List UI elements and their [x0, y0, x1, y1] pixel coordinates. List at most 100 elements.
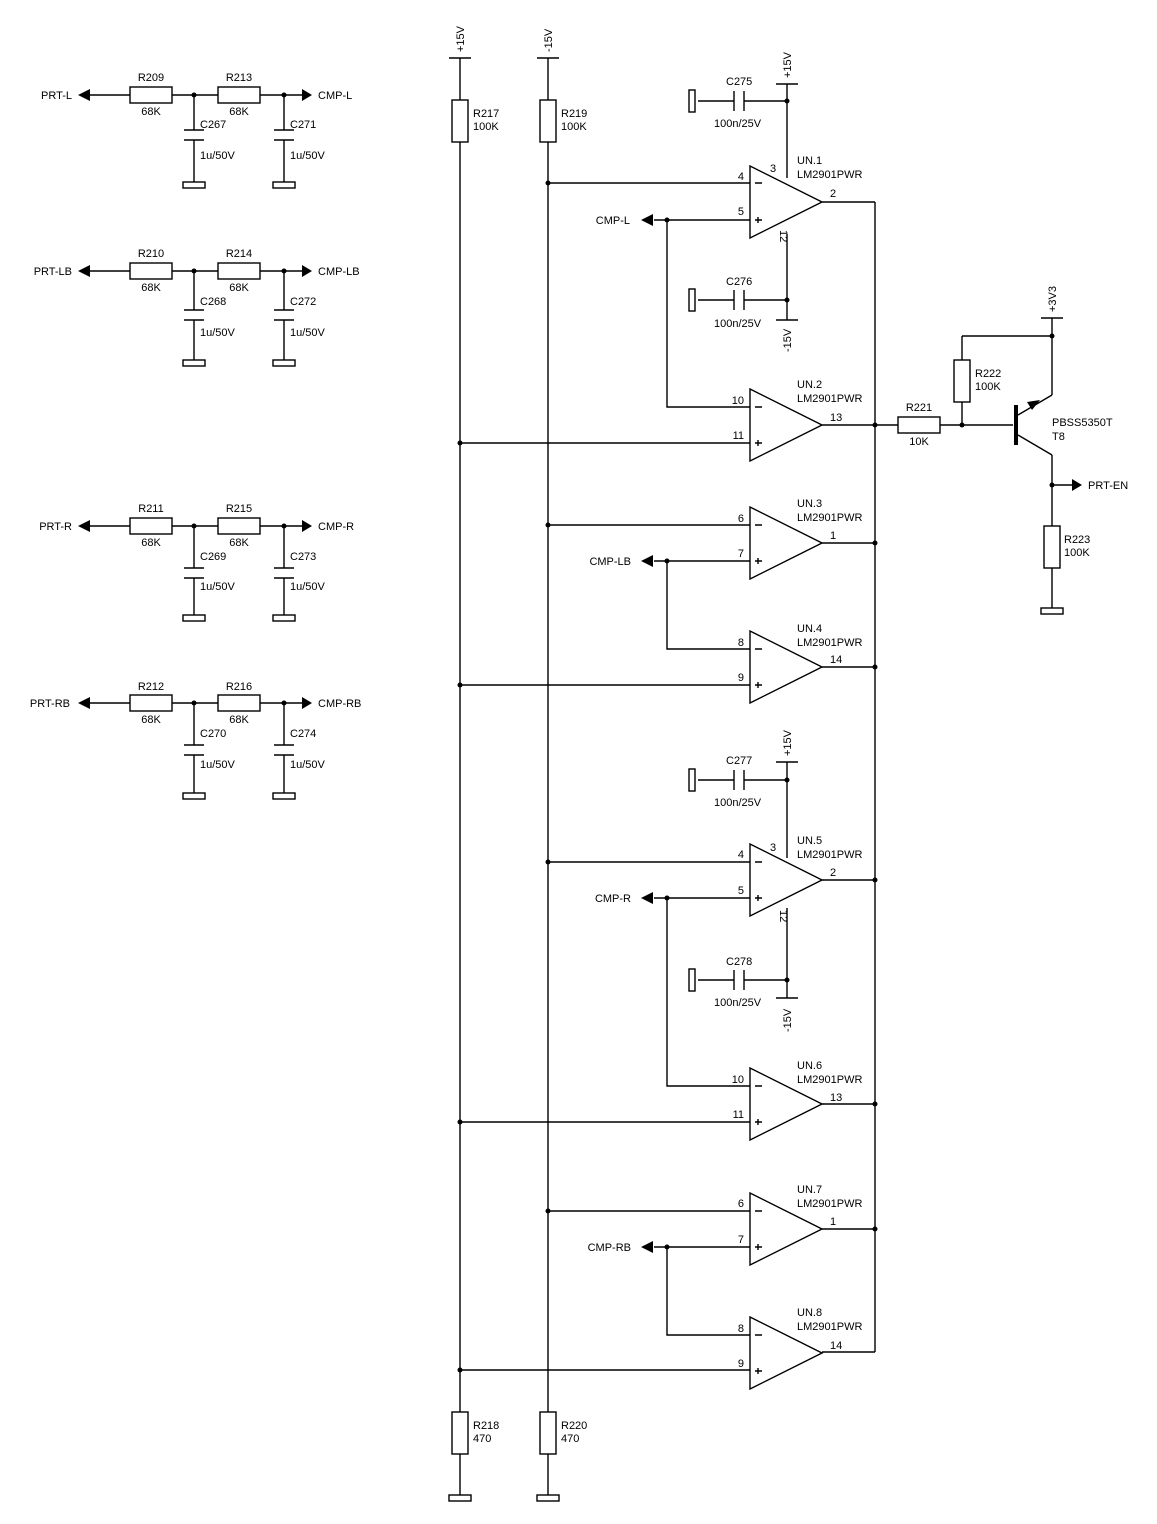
- net-label: CMP-LB: [589, 556, 631, 568]
- part-number: PBSS5350T: [1052, 417, 1113, 429]
- resistor: [217, 694, 261, 712]
- rail-label: +3V3: [1047, 286, 1059, 312]
- comparator-un1: CMP-L 4 5 2 UN.1 LM2901PWR: [548, 155, 875, 240]
- ground-icon: [182, 614, 206, 622]
- divider-rails: +15V -15V R217 100K R219 100K R218 470 R…: [448, 25, 587, 1502]
- component-ref: C271: [290, 119, 316, 131]
- capacitor: [184, 309, 294, 321]
- component-value: 1u/50V: [200, 150, 236, 162]
- component-ref: R222: [975, 368, 1001, 380]
- part-number: LM2901PWR: [797, 1198, 862, 1210]
- resistor: [451, 1411, 469, 1455]
- pin-number: 8: [738, 1323, 744, 1335]
- net-label: PRT-L: [41, 90, 72, 102]
- component-ref: R219: [561, 108, 587, 120]
- component-ref: UN.7: [797, 1184, 822, 1196]
- capacitor: [184, 744, 294, 756]
- net-label: PRT-EN: [1088, 480, 1128, 492]
- component-ref: C269: [200, 551, 226, 563]
- port-arrow-icon: [641, 892, 653, 904]
- component-value: 68K: [141, 106, 161, 118]
- pin-number: 11: [733, 1109, 744, 1121]
- component-ref: R216: [226, 681, 252, 693]
- component-ref: C270: [200, 728, 226, 740]
- ground-icon: [688, 768, 696, 792]
- component-ref: R221: [906, 402, 932, 414]
- part-number: LM2901PWR: [797, 637, 862, 649]
- component-value: 1u/50V: [200, 581, 236, 593]
- net-label: PRT-LB: [34, 266, 72, 278]
- pin-number: 2: [830, 867, 836, 879]
- component-ref: C272: [290, 296, 316, 308]
- resistor: [1043, 525, 1061, 569]
- component-value: 10K: [909, 436, 929, 448]
- ground-icon: [688, 89, 696, 113]
- net-label: CMP-RB: [588, 1242, 631, 1254]
- filter-prt-rb: PRT-RB CMP-RB R212 68K R216 68K C270 1u/…: [30, 681, 361, 800]
- resistor: [451, 99, 469, 143]
- component-value: 470: [473, 1433, 491, 1445]
- port-arrow-icon: [641, 1241, 653, 1253]
- capacitor: [184, 567, 294, 579]
- pin-number: 14: [830, 654, 842, 666]
- pin-number: 1: [830, 1216, 836, 1228]
- net-label: PRT-R: [39, 521, 72, 533]
- component-value: 100K: [561, 121, 587, 133]
- pin-number: 2: [830, 188, 836, 200]
- rail-label: +15V: [782, 51, 794, 78]
- resistor: [539, 99, 557, 143]
- comparator-un8: 8 9 14 UN.8 LM2901PWR: [460, 1247, 875, 1391]
- rail-label: -15V: [782, 328, 794, 352]
- ground-icon: [688, 288, 696, 312]
- component-ref: C274: [290, 728, 316, 740]
- component-value: 68K: [229, 714, 249, 726]
- pin-number: 1: [830, 530, 836, 542]
- port-arrow-icon: [78, 89, 90, 101]
- rail-label: -15V: [543, 28, 555, 52]
- capacitor: [184, 129, 294, 141]
- supply-decoupling-top: C275 100n/25V +15V C276 100n/25V -15V 3 …: [688, 51, 798, 352]
- comparator-un2: 10 11 13 UN.2 LM2901PWR: [460, 220, 898, 463]
- component-ref: T8: [1052, 431, 1065, 443]
- comparator-un5: CMP-R 4 5 2 UN.5 LM2901PWR: [548, 835, 875, 918]
- net-label: CMP-RB: [318, 698, 361, 710]
- pin-number: 6: [738, 513, 744, 525]
- port-arrow-icon: [302, 697, 312, 709]
- net-label: CMP-L: [596, 215, 630, 227]
- component-ref: R213: [226, 72, 252, 84]
- component-value: 100K: [1064, 547, 1090, 559]
- net-label: CMP-R: [318, 521, 354, 533]
- component-ref: R217: [473, 108, 499, 120]
- port-arrow-icon: [641, 555, 653, 567]
- ground-icon: [182, 792, 206, 800]
- part-number: LM2901PWR: [797, 1321, 862, 1333]
- filter-prt-lb: PRT-LB CMP-LB R210 68K R214 68K C268 1u/…: [34, 248, 360, 367]
- component-ref: C268: [200, 296, 226, 308]
- pin-number: 14: [830, 1340, 842, 1352]
- resistor: [129, 517, 173, 535]
- component-ref: R211: [138, 503, 163, 515]
- port-arrow-icon: [1072, 479, 1082, 491]
- component-ref: R214: [226, 248, 252, 260]
- net-label: CMP-R: [595, 893, 631, 905]
- component-value: 100n/25V: [714, 118, 762, 130]
- port-arrow-icon: [78, 520, 90, 532]
- pin-number: 11: [733, 430, 744, 442]
- part-number: LM2901PWR: [797, 512, 862, 524]
- ground-icon: [272, 792, 296, 800]
- output-bus: [872, 202, 878, 1352]
- part-number: LM2901PWR: [797, 849, 862, 861]
- component-value: 1u/50V: [200, 327, 236, 339]
- resistor: [897, 416, 941, 434]
- component-value: 100n/25V: [714, 997, 762, 1009]
- pin-number: 6: [738, 1198, 744, 1210]
- part-number: LM2901PWR: [797, 393, 862, 405]
- ground-icon: [536, 1494, 560, 1502]
- ground-icon: [182, 181, 206, 189]
- component-ref: R212: [138, 681, 164, 693]
- pin-number: 7: [738, 1234, 744, 1246]
- component-value: 68K: [141, 537, 161, 549]
- component-ref: UN.4: [797, 623, 822, 635]
- component-value: 1u/50V: [200, 759, 236, 771]
- ground-icon: [182, 359, 206, 367]
